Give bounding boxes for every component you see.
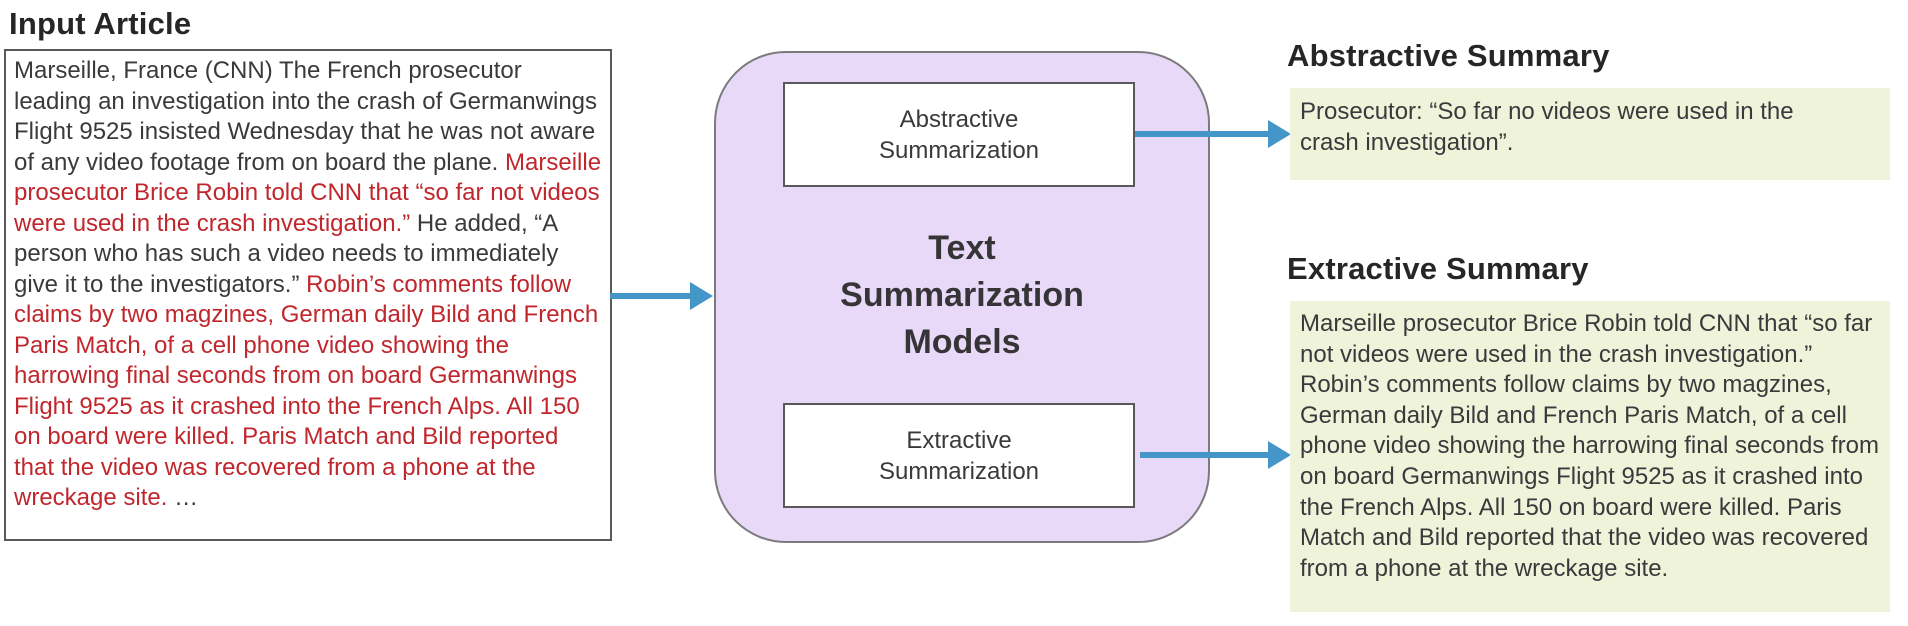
article-text-segment-dark: Marseille, France (CNN) The French prose…	[14, 57, 598, 176]
extractive-summary-text: Marseille prosecutor Brice Robin told CN…	[1300, 310, 1880, 582]
extractive-summary-heading: Extractive Summary	[1287, 251, 1589, 286]
arrow-head-icon	[690, 282, 713, 310]
abstractive-summary-box: Prosecutor: “So far no videos were used …	[1290, 88, 1890, 180]
text-summarization-models-container: Abstractive Summarization Text Summariza…	[714, 51, 1210, 543]
models-title: Text Summarization Models	[840, 229, 1084, 361]
arrow-line	[610, 293, 692, 299]
article-text-segment-red: Robin’s comments follow claims by two ma…	[14, 270, 599, 512]
input-article-text: Marseille, France (CNN) The French prose…	[14, 57, 601, 511]
article-text-segment-dark: He added, “A person who has such a video…	[14, 209, 559, 298]
arrow-head-icon	[1268, 120, 1291, 148]
extractive-summarization-box: Extractive Summarization	[783, 403, 1135, 508]
extractive-summary-box: Marseille prosecutor Brice Robin told CN…	[1290, 301, 1890, 612]
input-article-box: Marseille, France (CNN) The French prose…	[4, 49, 612, 541]
abstractive-summary-heading: Abstractive Summary	[1287, 38, 1610, 73]
arrow-line	[1140, 452, 1270, 458]
abstractive-summarization-box: Abstractive Summarization	[783, 82, 1135, 187]
arrow-line	[1135, 131, 1270, 137]
article-text-segment-red: Marseille prosecutor Brice Robin told CN…	[14, 148, 602, 237]
article-text-segment-dark: …	[167, 484, 199, 511]
abstractive-summary-text: Prosecutor: “So far no videos were used …	[1300, 98, 1794, 156]
input-article-heading: Input Article	[9, 6, 192, 41]
arrow-head-icon	[1268, 441, 1291, 469]
